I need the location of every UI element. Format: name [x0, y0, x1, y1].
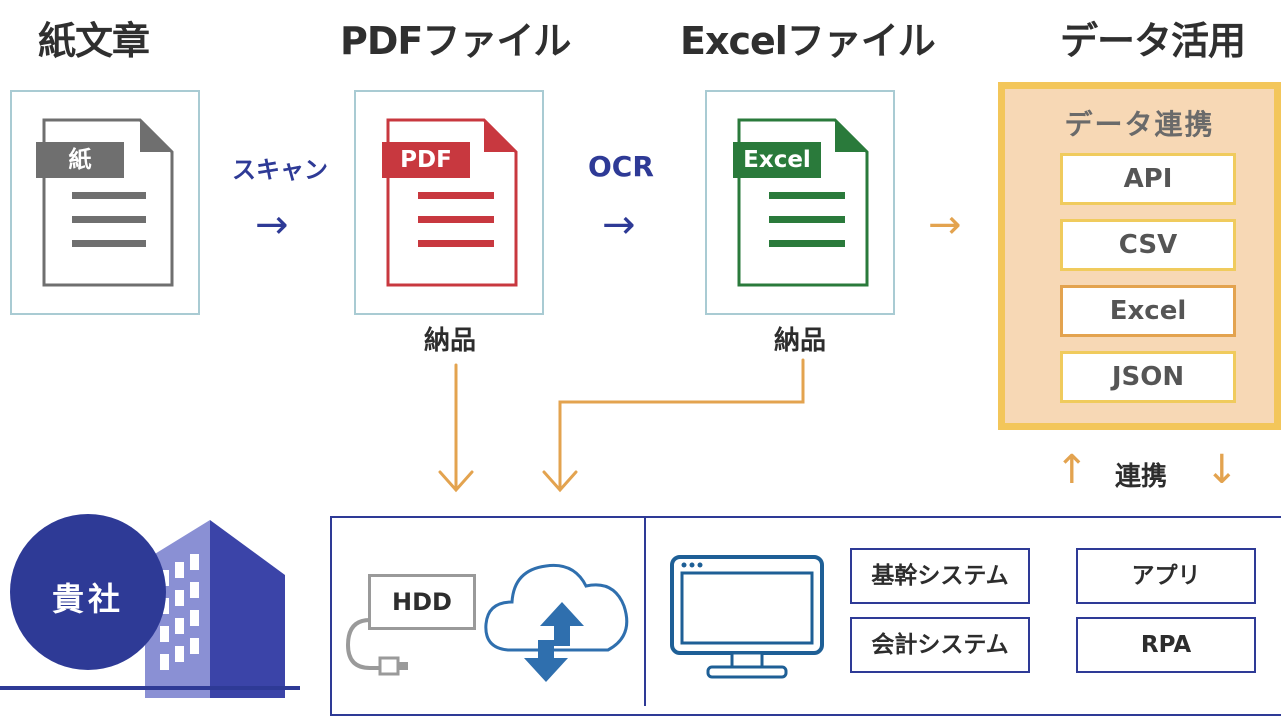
heading-data-usage: データ活用 — [1060, 19, 1246, 63]
data-linkage-box: データ連携 API CSV Excel JSON — [998, 82, 1281, 430]
heading-paper: 紙文章 — [38, 19, 150, 63]
format-csv: CSV — [1060, 219, 1236, 271]
delivery-connectors — [438, 358, 805, 493]
ocr-step-label: OCR — [588, 150, 654, 183]
cloud-sync-icon — [484, 563, 629, 682]
link-label: 連携 — [1115, 462, 1168, 492]
core-system-box: 基幹システム — [850, 548, 1030, 604]
paper-document-card: 紙 — [10, 90, 200, 315]
app-box: アプリ — [1076, 548, 1256, 604]
hdd-label: HDD — [392, 588, 452, 616]
excel-delivery-label: 納品 — [773, 326, 826, 356]
excel-delivery-arrowhead — [542, 470, 578, 493]
heading-excel: Excelファイル — [680, 19, 936, 63]
monitor-icon — [670, 555, 824, 679]
pdf-delivery-label: 納品 — [423, 326, 476, 356]
data-arrow-icon: → — [928, 202, 962, 248]
pdf-delivery-arrowhead — [438, 470, 474, 493]
pdf-label: PDF — [382, 142, 470, 178]
format-excel: Excel — [1060, 285, 1236, 337]
data-linkage-title: データ連携 — [1064, 108, 1215, 141]
rpa-box: RPA — [1076, 617, 1256, 673]
company-label: 貴社 — [51, 580, 124, 618]
hdd-cable-icon — [345, 618, 408, 676]
paper-label: 紙 — [36, 142, 124, 178]
excel-file-card: Excel — [705, 90, 895, 315]
excel-label: Excel — [733, 142, 821, 178]
systems-divider — [644, 516, 646, 706]
link-down-arrow-icon: ↓ — [1205, 447, 1239, 493]
heading-pdf: PDFファイル — [340, 19, 571, 63]
hdd-device: HDD — [368, 574, 476, 630]
scan-arrow-icon: → — [255, 202, 289, 248]
company-building-icon — [0, 514, 300, 698]
link-up-arrow-icon: ↑ — [1055, 447, 1089, 493]
format-api: API — [1060, 153, 1236, 205]
accounting-system-box: 会計システム — [850, 617, 1030, 673]
format-json: JSON — [1060, 351, 1236, 403]
scan-step-label: スキャン — [232, 156, 328, 184]
excel-delivery-line — [558, 358, 805, 490]
ocr-arrow-icon: → — [602, 202, 636, 248]
pdf-file-card: PDF — [354, 90, 544, 315]
